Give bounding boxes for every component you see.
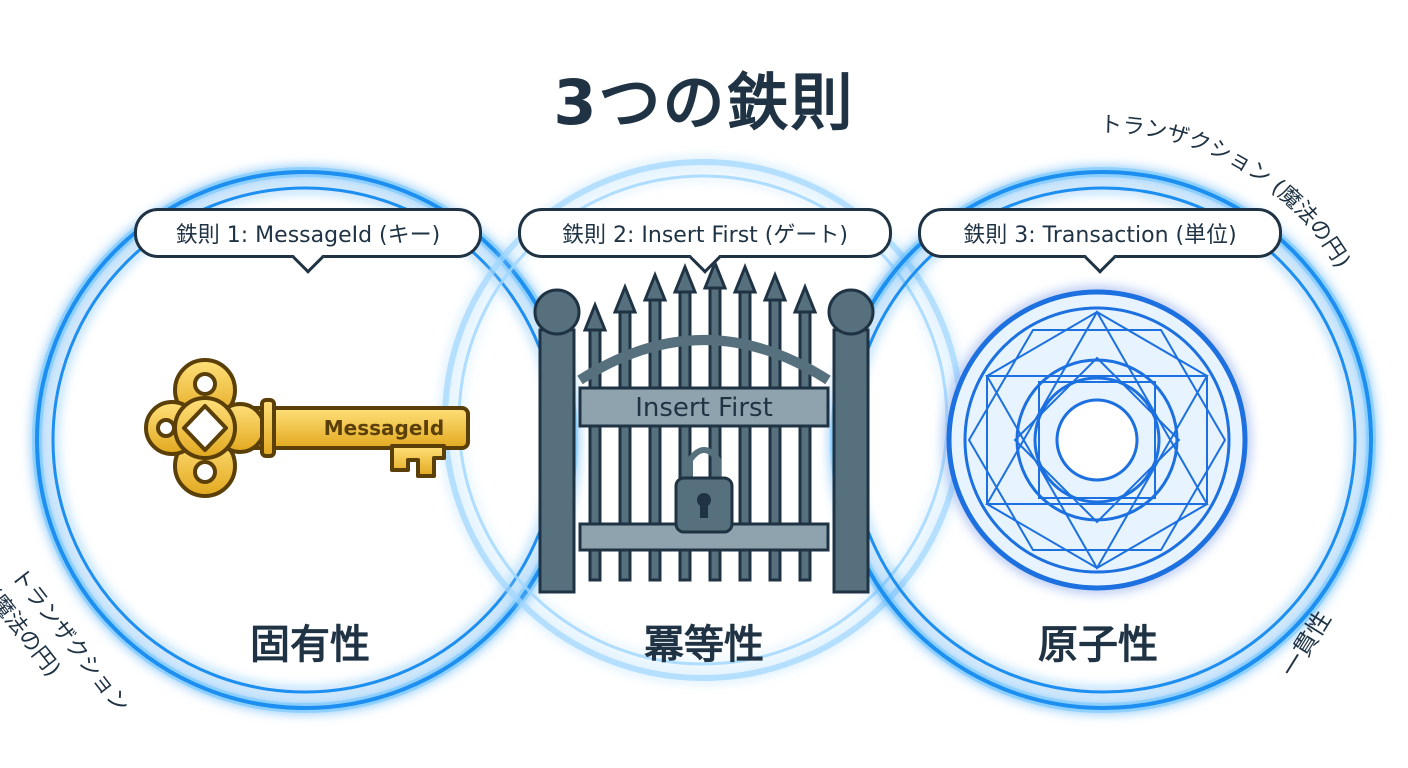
gate-text: Insert First xyxy=(635,393,773,423)
page-title: 3つの鉄則 xyxy=(553,66,855,139)
key-text: MessageId xyxy=(324,416,444,440)
rule-1-label: 固有性 xyxy=(250,622,370,668)
rule-1-bubble: 鉄則 1: MessageId (キー) xyxy=(134,208,482,258)
rule-3-label: 原子性 xyxy=(1038,622,1158,668)
magic-circle-icon xyxy=(946,289,1248,591)
key-icon: MessageId xyxy=(144,358,470,498)
rule-3-bubble: 鉄則 3: Transaction (単位) xyxy=(918,208,1282,258)
right-transaction-label: トランザクション (魔法の円) xyxy=(1100,113,1355,273)
gate-icon: Insert First xyxy=(533,258,875,594)
rule-2-label: 冪等性 xyxy=(644,622,764,668)
rule-2-bubble: 鉄則 2: Insert First (ゲート) xyxy=(518,208,892,258)
